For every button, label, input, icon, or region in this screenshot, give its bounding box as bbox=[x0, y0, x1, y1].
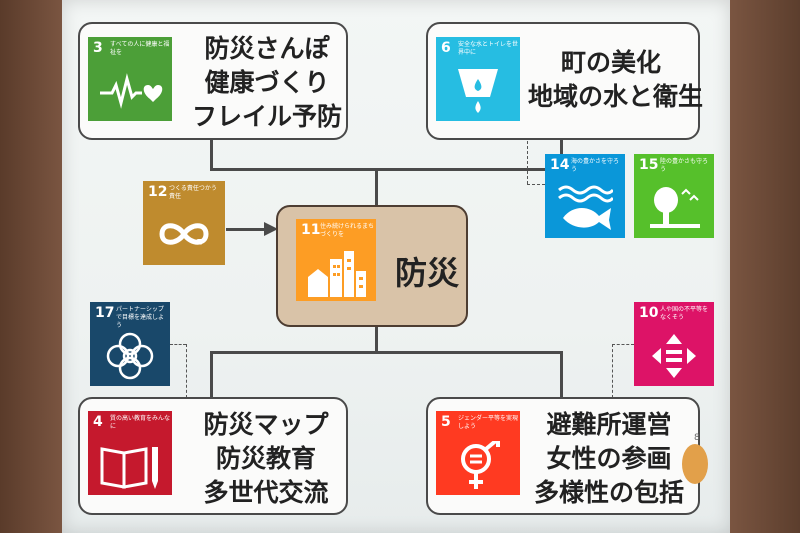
city-icon bbox=[308, 251, 366, 297]
sdg-10-tile: 10 人や国の不平等をなくそう bbox=[634, 302, 714, 386]
sdg-number: 17 bbox=[95, 305, 115, 321]
heart-pulse-icon bbox=[100, 73, 163, 109]
page-number: 8 bbox=[694, 433, 700, 443]
sdg-goal-text: 安全な水とトイレを世界中に bbox=[458, 41, 519, 56]
connector-bottom-center bbox=[375, 323, 378, 353]
infinity-icon bbox=[159, 223, 209, 245]
phrase-line: 防災さんぽ bbox=[204, 34, 330, 63]
wall-right bbox=[730, 0, 800, 533]
sdg-number: 11 bbox=[301, 222, 321, 238]
sdg-5-tile: 5 ジェンダー平等を実現しよう bbox=[436, 411, 520, 495]
dashed-connector-14-15-h bbox=[527, 184, 545, 185]
connector-top-center bbox=[375, 168, 378, 206]
sdg-6-tile: 6 安全な水とトイレを世界中に bbox=[436, 37, 520, 121]
sdg-number: 14 bbox=[550, 157, 570, 173]
phrase-line: 地域の水と衛生 bbox=[528, 82, 704, 111]
sdg-goal-text: 人や国の不平等をなくそう bbox=[660, 306, 709, 321]
sdg-goal-text: パートナーシップで目標を達成しよう bbox=[116, 306, 165, 329]
sdg-14-tile: 14 海の豊かさを守ろう bbox=[545, 154, 625, 238]
sdg-goal-text: ジェンダー平等を実現しよう bbox=[458, 415, 519, 430]
arrow-head-icon bbox=[264, 222, 278, 236]
dashed-connector-17 bbox=[186, 344, 187, 398]
equality-arrows-icon bbox=[652, 334, 696, 378]
sdg-goal-text: つくる責任つかう責任 bbox=[169, 185, 217, 200]
sdg-15-tile: 15 陸の豊かさも守ろう bbox=[634, 154, 714, 238]
sdg-17-tile: 17 パートナーシップで目標を達成しよう bbox=[90, 302, 170, 386]
sdg-12-tile: 12 つくる責任つかう責任 bbox=[143, 181, 225, 265]
phrase-line: 女性の参画 bbox=[546, 444, 672, 473]
phrase-line: 多様性の包括 bbox=[533, 478, 684, 507]
connector-top-horizontal bbox=[210, 168, 562, 171]
phrase-line: フレイル予防 bbox=[192, 102, 343, 131]
phrase-line: 健康づくり bbox=[204, 68, 330, 97]
connector-bottom-horizontal bbox=[210, 351, 562, 354]
sdg-3-tile: 3 すべての人に健康と福祉を bbox=[88, 37, 172, 121]
orange-marker bbox=[682, 444, 708, 484]
dashed-connector-10 bbox=[612, 344, 613, 398]
dashed-connector-17-h bbox=[170, 344, 186, 345]
connector-top-left-drop bbox=[210, 136, 213, 170]
wall-left bbox=[0, 0, 62, 533]
dashed-connector-14-15 bbox=[527, 136, 528, 184]
dashed-connector-10-h bbox=[612, 344, 634, 345]
sdg-goal-text: すべての人に健康と福祉を bbox=[110, 41, 170, 56]
sdg-goal-text: 陸の豊かさも守ろう bbox=[660, 158, 709, 173]
center-label: 防災 bbox=[395, 254, 460, 292]
sdg-11-tile: 11 住み続けられるまちづくりを bbox=[296, 219, 376, 301]
sdg-number: 12 bbox=[148, 184, 168, 200]
fish-icon bbox=[558, 185, 613, 230]
connector-bottom-left-drop bbox=[210, 351, 213, 397]
bottom-left-phrases: 防災マップ 防災教育 多世代交流 bbox=[196, 408, 336, 510]
sdg-goal-text: 住み続けられるまちづくりを bbox=[320, 223, 375, 238]
phrase-line: 町の美化 bbox=[560, 48, 661, 77]
sdg-number: 15 bbox=[639, 157, 659, 173]
flower-icon bbox=[106, 332, 154, 380]
arrow-shaft bbox=[226, 228, 268, 231]
book-icon bbox=[100, 447, 158, 489]
top-right-phrases: 町の美化 地域の水と衛生 bbox=[528, 46, 704, 114]
bottom-right-phrases: 避難所運営 女性の参画 多様性の包括 bbox=[526, 408, 692, 510]
sdg-goal-text: 海の豊かさを守ろう bbox=[571, 158, 620, 173]
sdg-4-tile: 4 質の高い教育をみんなに bbox=[88, 411, 172, 495]
phrase-line: 防災教育 bbox=[215, 444, 316, 473]
sdg-number: 4 bbox=[93, 414, 103, 430]
water-drop-icon bbox=[458, 69, 498, 113]
sdg-number: 3 bbox=[93, 40, 103, 56]
connector-top-right-drop bbox=[560, 136, 563, 170]
gender-icon bbox=[461, 441, 500, 489]
connector-bottom-right-drop bbox=[560, 351, 563, 397]
phrase-line: 多世代交流 bbox=[203, 478, 329, 507]
tree-icon bbox=[650, 187, 700, 228]
top-left-phrases: 防災さんぽ 健康づくり フレイル予防 bbox=[192, 32, 342, 134]
sdg-goal-text: 質の高い教育をみんなに bbox=[110, 415, 171, 430]
sdg-number: 10 bbox=[639, 305, 659, 321]
sdg-number: 5 bbox=[441, 414, 451, 430]
phrase-line: 避難所運営 bbox=[546, 410, 672, 439]
sdg-number: 6 bbox=[441, 40, 451, 56]
phrase-line: 防災マップ bbox=[203, 410, 329, 439]
